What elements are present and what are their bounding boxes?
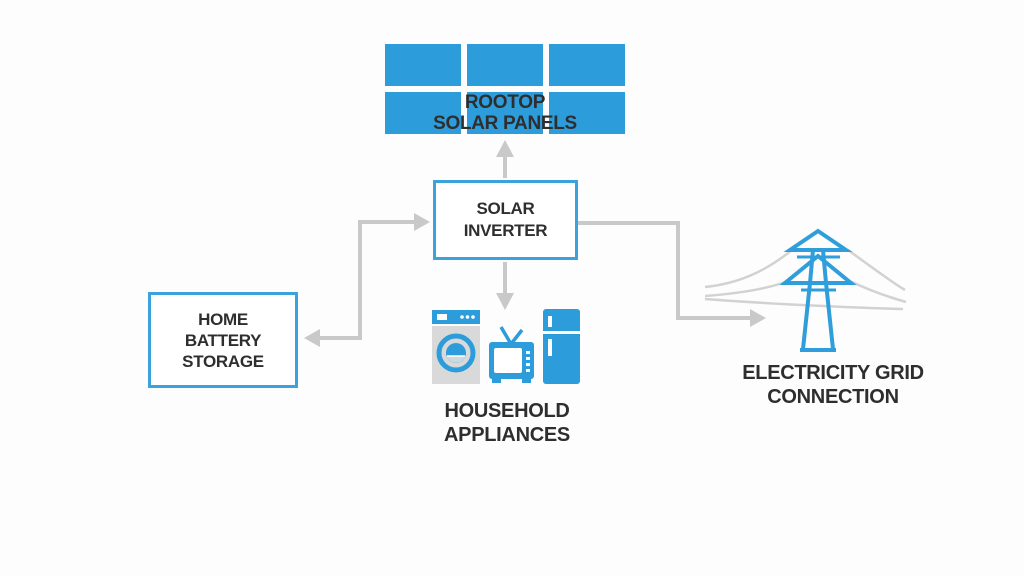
power-lines (704, 248, 907, 311)
appliances-label-line1: HOUSEHOLD (444, 400, 570, 422)
inverter-label-line2: INVERTER (463, 221, 548, 240)
home-battery-storage-node: HOME BATTERY STORAGE (148, 292, 298, 388)
refrigerator-icon (543, 309, 580, 384)
transmission-tower-icon (779, 228, 857, 352)
solar-panel-cell (385, 44, 461, 86)
rooftop-solar-panels-label: ROOTOP SOLAR PANELS (385, 92, 625, 135)
solar-panel-cell (467, 92, 543, 134)
solar-inverter-node: SOLAR INVERTER (433, 180, 578, 260)
television-icon (489, 326, 534, 383)
solar-panel-cell (549, 92, 625, 134)
inverter-label-line1: SOLAR (476, 199, 535, 218)
battery-label-line3: STORAGE (182, 351, 264, 371)
household-appliances-label: HOUSEHOLD APPLIANCES (407, 399, 607, 447)
washing-machine-icon (432, 310, 480, 384)
grid-label-line1: ELECTRICITY GRID (742, 362, 924, 384)
solar-panel-cell (467, 44, 543, 86)
solar-panel-grid-icon (385, 44, 625, 134)
battery-label-line1: HOME (198, 309, 248, 329)
arrow-inverter-to-appliances (496, 262, 514, 310)
arrow-inverter-to-panels (496, 140, 514, 178)
battery-label-line2: BATTERY (184, 330, 262, 350)
arrow-inverter-to-grid (578, 221, 766, 327)
solar-panel-cell (385, 92, 461, 134)
rooftop-label-line2: SOLAR PANELS (433, 113, 577, 135)
rooftop-label-line1: ROOTOP (464, 92, 546, 113)
arrow-battery-inverter-elbow (304, 213, 430, 347)
electricity-grid-label: ELECTRICITY GRID CONNECTION (723, 361, 943, 409)
appliances-label-line2: APPLIANCES (444, 424, 570, 446)
grid-label-line2: CONNECTION (767, 386, 899, 408)
solar-panel-cell (549, 44, 625, 86)
